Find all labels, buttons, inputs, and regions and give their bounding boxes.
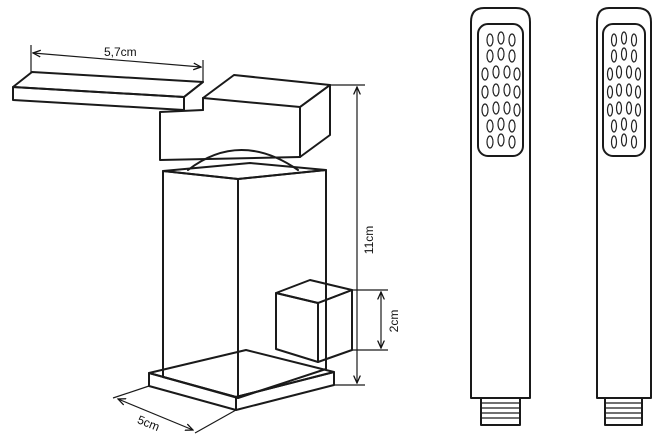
dimension-cartridge: 2cm <box>352 289 401 351</box>
dimension-height: 11cm <box>330 84 376 386</box>
cartridge-cube <box>275 279 353 363</box>
neck-dome <box>187 149 299 171</box>
thread-connector-2 <box>604 397 643 426</box>
thread-connector <box>480 397 521 426</box>
dimension-cartridge-label: 2cm <box>387 310 401 333</box>
spout <box>12 71 204 111</box>
faucet-drawing <box>12 71 353 411</box>
spray-nozzles <box>481 31 521 149</box>
hand-shower-front <box>470 7 531 426</box>
head-block <box>159 74 331 161</box>
hand-shower-angled <box>596 7 652 426</box>
body-block <box>162 162 327 399</box>
dimension-spout-label: 5,7cm <box>104 45 137 59</box>
dimension-spout: 5,7cm <box>30 45 204 82</box>
dimension-height-label: 11cm <box>362 226 376 254</box>
spray-nozzles-side <box>606 31 642 149</box>
